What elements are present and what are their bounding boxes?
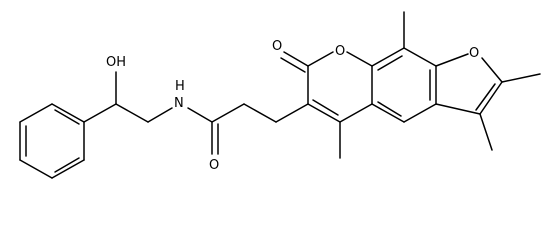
- bond-bz-d3: [377, 101, 402, 117]
- bond-pyr-c3c4-d: [312, 99, 339, 116]
- chemical-structure-diagram: OH H N O O O O: [19, 11, 541, 179]
- bond-fu-c2-c3: [479, 81, 503, 115]
- bond-bz-c5-c4a: [371, 103, 405, 123]
- bond-fu-c3-methyl: [479, 113, 493, 151]
- bond-fu-c8b-o: [435, 53, 469, 67]
- bond-ch-ch2: [115, 103, 149, 123]
- bond-ph-3: [51, 159, 85, 179]
- bond-pyr-o1-c8a: [346, 51, 373, 67]
- atom-label-amide-n: N: [174, 96, 184, 111]
- bond-pyr-c4-c3: [307, 103, 341, 123]
- bond-ch2-ring: [275, 103, 309, 123]
- bond-ph-6: [19, 103, 53, 123]
- bond-bz-c8a-c8: [371, 47, 405, 67]
- atom-label-furan-o: O: [469, 46, 479, 61]
- atom-label-amide-h: H: [175, 79, 185, 94]
- bond-fu-o-c2: [481, 57, 503, 83]
- bond-lactone-co-1: [283, 51, 309, 67]
- bond-bz-d1: [377, 55, 403, 71]
- atom-label-hydroxyl: OH: [106, 55, 126, 70]
- bond-bz-c4b-c5: [403, 103, 437, 123]
- bond-ph-d2: [54, 157, 80, 173]
- bond-ch2-ch2: [243, 103, 277, 123]
- bond-fu-c2-methyl: [501, 73, 541, 83]
- bonds: [19, 11, 541, 179]
- atom-labels: OH H N O O O O: [106, 39, 479, 173]
- bond-ph-5: [51, 103, 85, 123]
- bond-co-ch2: [211, 103, 245, 123]
- atom-label-pyranone-o: O: [335, 44, 345, 59]
- bond-n-co: [187, 107, 213, 123]
- bond-ph-2: [19, 159, 53, 179]
- bond-ph-choh: [83, 103, 117, 123]
- bond-pyr-c4a-c4: [339, 103, 373, 123]
- bond-ph-d3: [54, 109, 80, 125]
- atom-label-lactone-carbonyl-o: O: [272, 39, 282, 54]
- bond-pyr-c2-o1: [307, 51, 334, 67]
- bond-fu-c3-c4b: [435, 103, 481, 115]
- atom-label-amide-carbonyl-o: O: [209, 158, 219, 173]
- bond-ch2-n: [147, 107, 173, 123]
- bond-fu-c2c3-d: [475, 83, 496, 111]
- bond-bz-c8-c8b: [403, 47, 437, 67]
- bond-lactone-co-2: [280, 57, 306, 73]
